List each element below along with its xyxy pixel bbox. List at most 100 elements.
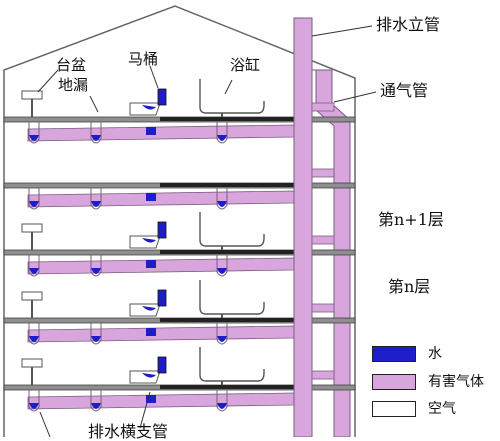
legend-label-water: 水 <box>428 346 442 362</box>
washbasin <box>21 223 43 233</box>
stack-vent-connector <box>311 102 335 112</box>
drain-stack <box>293 17 313 437</box>
horizontal-drain-pipe <box>27 325 295 343</box>
floor-5 <box>3 347 356 412</box>
trap-pipe <box>216 255 228 277</box>
floor-3 <box>3 212 356 277</box>
trap-pipe <box>28 390 40 412</box>
trap-water <box>91 201 101 207</box>
stack-vent-connector <box>311 303 335 313</box>
slab-dark-strip <box>160 117 294 121</box>
trap-water <box>91 135 101 141</box>
trap-water <box>29 268 39 274</box>
trap-pipe <box>90 390 102 412</box>
toilet-water <box>142 373 156 378</box>
leader-lines <box>37 25 377 437</box>
trap-pipe <box>28 255 40 277</box>
toilet-water <box>142 306 156 311</box>
trap-pipe <box>90 188 102 210</box>
trap-water <box>217 201 227 207</box>
trap-water <box>217 336 227 342</box>
trap-pipe <box>216 122 228 144</box>
slab-dark-strip <box>160 183 294 187</box>
toilet-label: 马桶 <box>128 50 159 68</box>
trap-water <box>217 403 227 409</box>
stack-vent-connector <box>311 235 335 245</box>
stack-vent-connector <box>311 168 335 178</box>
floor-slab-right <box>311 249 356 256</box>
trap-water <box>29 201 39 207</box>
trap-pipe <box>90 323 102 345</box>
toilet-bowl <box>129 102 161 116</box>
toilet-tank <box>157 289 167 307</box>
toilet-water <box>142 238 156 243</box>
toilet-outlet-water <box>146 260 156 268</box>
toilet-tank <box>157 221 167 239</box>
trap-water <box>29 403 39 409</box>
slab-dark-strip <box>160 250 294 254</box>
washbasin <box>21 90 43 100</box>
drain-stack-label: 排水立管 <box>376 15 441 34</box>
trap-water <box>217 135 227 141</box>
toilet-outlet-water <box>146 328 156 336</box>
floor-n-label: 第n层 <box>388 277 431 296</box>
trap-pipe <box>216 390 228 412</box>
bathtub <box>199 79 265 114</box>
trap-pipe <box>216 188 228 210</box>
floor-slab-right <box>311 384 356 391</box>
horizontal-drain-pipe <box>27 257 295 275</box>
horizontal-drain-pipe <box>27 190 295 208</box>
trap-pipe <box>28 122 40 144</box>
toilet-tank <box>157 356 167 374</box>
floor-slab-right <box>311 182 356 189</box>
trap-water <box>91 403 101 409</box>
legend-label-gas: 有害气体 <box>428 374 484 390</box>
stack-vent-connector <box>311 370 335 380</box>
washbasin <box>21 291 43 301</box>
horizontal-drain-label: 排水横支管 <box>88 422 169 441</box>
trap-pipe <box>216 323 228 345</box>
toilet-outlet-water <box>146 127 156 135</box>
bathtub <box>199 347 265 382</box>
slab-dark-strip <box>160 318 294 322</box>
floor-drain-label: 地漏 <box>58 76 89 94</box>
toilet-water <box>142 105 156 110</box>
slab-dark-strip <box>160 385 294 389</box>
trap-pipe <box>28 323 40 345</box>
floor-slab-right <box>311 116 356 123</box>
legend-label-air: 空气 <box>428 401 456 417</box>
toilet-bowl <box>129 303 161 317</box>
trap-water <box>91 336 101 342</box>
vent-pipe-label: 通气管 <box>380 81 429 100</box>
toilet-outlet-water <box>146 193 156 201</box>
floor-1 <box>3 79 356 144</box>
toilet-bowl <box>129 370 161 384</box>
toilet-tank <box>157 88 167 106</box>
trap-pipe <box>90 255 102 277</box>
trap-pipe <box>90 122 102 144</box>
horizontal-drain-pipe <box>27 124 295 142</box>
building-outline <box>3 5 356 437</box>
horizontal-drain-pipe <box>27 392 295 410</box>
bathtub-label: 浴缸 <box>230 56 261 74</box>
floor-slab-right <box>311 317 356 324</box>
bathtub <box>199 280 265 315</box>
trap-water <box>29 135 39 141</box>
legend-swatch-gas <box>372 374 416 390</box>
legend-swatch-water <box>372 346 416 362</box>
toilet-outlet-water <box>146 395 156 403</box>
vent-pipe <box>312 69 351 437</box>
washbasin <box>21 358 43 368</box>
toilet-bowl <box>129 235 161 249</box>
trap-water <box>217 268 227 274</box>
trap-pipe <box>28 188 40 210</box>
trap-water <box>91 268 101 274</box>
washbasin-label: 台盆 <box>56 56 87 74</box>
floor-4 <box>3 280 356 345</box>
legend-swatch-air <box>372 401 416 417</box>
floor-n-plus-1-label: 第n+1层 <box>378 210 444 229</box>
bathtub <box>199 212 265 247</box>
trap-water <box>29 336 39 342</box>
floor-2 <box>3 182 356 210</box>
